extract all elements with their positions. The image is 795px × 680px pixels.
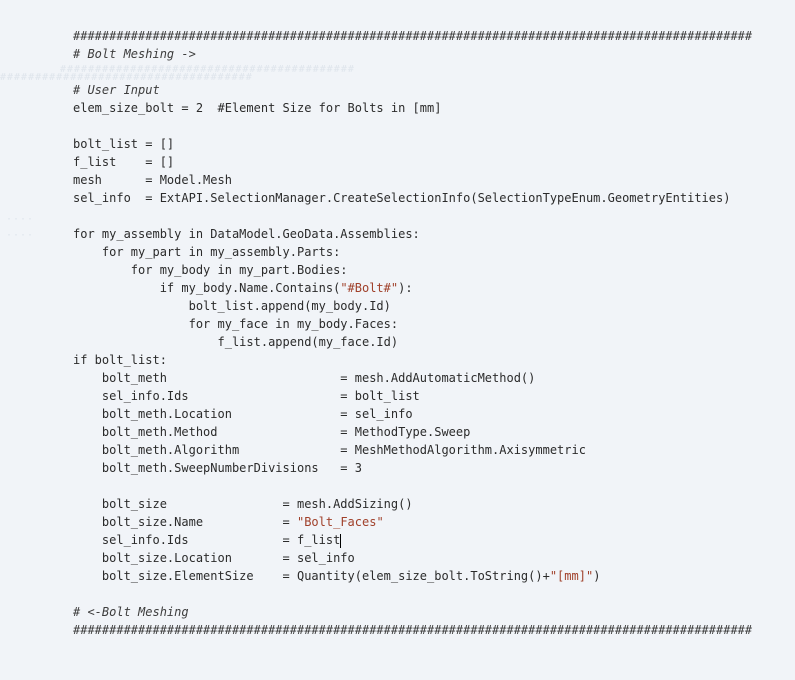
string-literal: "Bolt_Faces" [296,515,384,529]
ghost-overlay: #################################### [0,72,253,83]
code-text: elem_size_bolt = 2 #Element Size for Bol… [73,101,442,115]
code-line-header-rule: ########################################… [73,29,753,43]
code-line-for-part: for my_part in my_assembly.Parts: [73,245,341,259]
code-line-append-face: f_list.append(my_face.Id) [73,335,399,349]
ghost-overlay: ########################################… [60,64,355,75]
code-text: ): [398,281,413,295]
code-line-bolt-meth-location: bolt_meth.Location = sel_info [73,407,413,421]
code-line-bolt-size: bolt_size = mesh.AddSizing() [73,497,413,511]
code-line-bolt-meth-method: bolt_meth.Method = MethodType.Sweep [73,425,471,439]
ghost-overlay: ···· [6,230,35,241]
code-line-blank [73,63,728,81]
code-line-bolt-meth-sweep: bolt_meth.SweepNumberDivisions = 3 [73,461,362,475]
code-line-elem-size: elem_size_bolt = 2 #Element Size for Bol… [73,99,728,117]
code-text: sel_info.Ids = f_list [73,533,341,547]
code-line-bolt-size-name: bolt_size.Name = "Bolt_Faces" [73,513,728,531]
text-cursor [340,533,342,548]
code-line-section-start: # Bolt Meshing -> [73,47,196,61]
code-line-blank [73,477,728,495]
string-literal: "[mm]" [549,569,594,583]
code-area[interactable]: ########################################… [73,27,753,639]
code-line-for-assembly: for my_assembly in DataModel.GeoData.Ass… [73,227,420,241]
code-line-bolt-size-element-size: bolt_size.ElementSize = Quantity(elem_si… [73,567,728,585]
code-line-bolt-size-location: bolt_size.Location = sel_info [73,551,355,565]
code-line-sel-info: sel_info = ExtAPI.SelectionManager.Creat… [73,191,731,205]
code-line-bolt-meth: bolt_meth = mesh.AddAutomaticMethod() [73,371,536,385]
code-line-append-body: bolt_list.append(my_body.Id) [73,299,391,313]
code-line-footer-rule: ########################################… [73,623,753,637]
code-text: bolt_size.ElementSize = Quantity(elem_si… [73,569,550,583]
code-line-for-body: for my_body in my_part.Bodies: [73,263,348,277]
code-line-blank [73,585,728,603]
code-line-bolt-meth-algorithm: bolt_meth.Algorithm = MeshMethodAlgorith… [73,443,586,457]
code-line-user-input-comment: # User Input [73,83,160,97]
code-line-sel-ids-flist: sel_info.Ids = f_list [73,531,728,549]
code-line-mesh: mesh = Model.Mesh [73,173,232,187]
code-text: ) [593,569,601,583]
code-text: if my_body.Name.Contains( [73,281,341,295]
code-text: bolt_size.Name = [73,515,297,529]
code-line-sel-ids: sel_info.Ids = bolt_list [73,389,420,403]
code-line-for-face: for my_face in my_body.Faces: [73,317,399,331]
code-line-section-end: # <-Bolt Meshing [73,605,189,619]
code-line-if-body-name: if my_body.Name.Contains("#Bolt#"): [73,279,728,297]
code-line-bolt-list-init: bolt_list = [] [73,137,175,151]
code-line-if-bolt-list: if bolt_list: [73,353,167,367]
code-line-f-list-init: f_list = [] [73,155,175,169]
ghost-overlay: ···· [6,214,35,225]
string-literal: "#Bolt#" [340,281,399,295]
code-line-blank [73,207,728,225]
code-line-blank [73,117,728,135]
